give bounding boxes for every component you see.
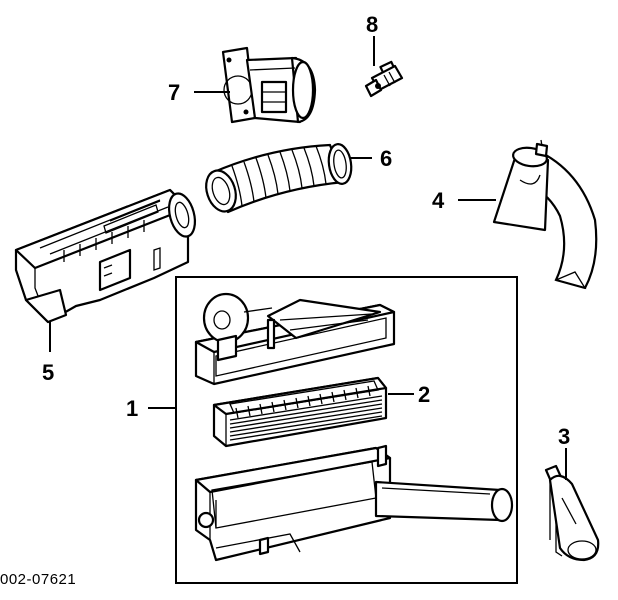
lower-housing xyxy=(194,444,514,562)
callout-3: 3 xyxy=(558,424,570,449)
leader-lines xyxy=(49,36,567,480)
callout-2: 2 xyxy=(418,382,430,407)
upper-housing xyxy=(194,292,396,386)
assembly-frame xyxy=(175,276,518,584)
part-3-clip xyxy=(544,464,600,562)
callout-7: 7 xyxy=(168,80,180,105)
callout-5: 5 xyxy=(42,360,54,385)
part-6-intake-hose xyxy=(205,143,353,214)
callout-1: 1 xyxy=(126,396,138,421)
reference-code: 002-07621 xyxy=(0,571,76,588)
part-4-elbow-duct xyxy=(492,139,598,290)
filter-element xyxy=(212,376,388,448)
part-8-sensor xyxy=(364,60,404,98)
part-5-resonator xyxy=(14,188,197,324)
callout-6: 6 xyxy=(380,146,392,171)
part-7-airflow-sensor xyxy=(221,46,317,124)
callout-8: 8 xyxy=(366,12,378,37)
callout-4: 4 xyxy=(432,188,445,213)
